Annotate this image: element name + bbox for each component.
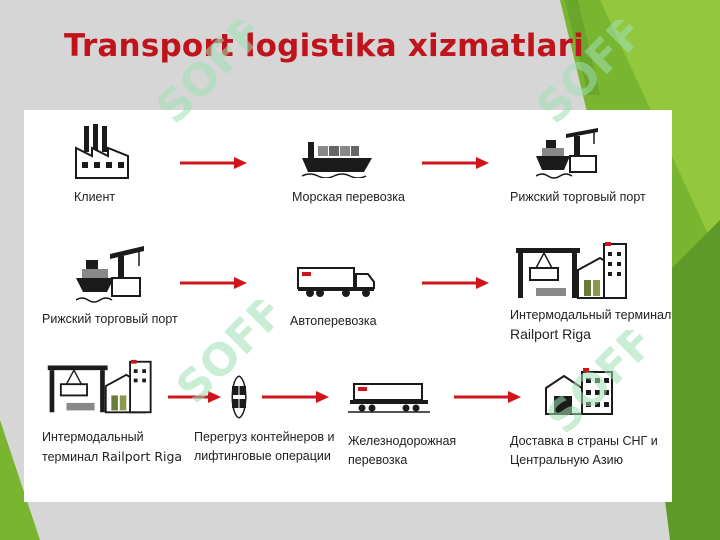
terminal-icon — [47, 359, 152, 414]
slide-title: Transport logistika xizmatlari — [64, 28, 584, 64]
node-auto — [296, 264, 376, 298]
arrow-auto-to-terminal — [422, 277, 489, 289]
node-riga-port-2 — [76, 240, 146, 304]
label-terminal-2-suffix: Railport Riga — [101, 449, 183, 464]
node-sea — [300, 132, 374, 178]
label-delivery-line1: Доставка в страны СНГ и — [510, 434, 658, 448]
label-terminal-1: Интермодальный терминал Railport Riga — [510, 306, 671, 344]
label-riga-port-2: Рижский торговый порт — [42, 312, 178, 326]
truck-icon — [297, 267, 375, 297]
label-delivery: Доставка в страны СНГ и Центральную Азию — [510, 432, 658, 470]
label-terminal-2-prefix: терминал — [42, 450, 99, 464]
node-riga-port-1 — [536, 122, 600, 180]
arrow-transshipment-to-rail — [262, 391, 329, 403]
label-terminal-2-line1: Интермодальный — [42, 430, 144, 444]
container-lift-icon — [231, 375, 247, 419]
node-transshipment — [226, 374, 252, 420]
node-delivery — [544, 366, 614, 416]
label-terminal-1-line2: Railport Riga — [510, 326, 591, 342]
label-transshipment: Перегруз контейнеров и лифтинговые опера… — [194, 428, 335, 466]
arrow-client-to-sea — [180, 157, 247, 169]
node-terminal-2 — [44, 358, 160, 416]
label-transshipment-line2: лифтинговые операции — [194, 449, 331, 463]
label-client: Клиент — [74, 190, 116, 204]
label-rail: Железнодорожная перевозка — [348, 432, 456, 470]
label-terminal-2-line2: терминал Railport Riga — [42, 447, 182, 467]
label-delivery-line2: Центральную Азию — [510, 453, 623, 467]
factory-icon — [75, 124, 129, 179]
label-auto: Автоперевозка — [290, 314, 377, 328]
warehouse-icon — [545, 368, 613, 415]
node-client — [72, 122, 132, 182]
label-rail-line2: перевозка — [348, 453, 408, 467]
arrow-rail-to-delivery — [454, 391, 521, 403]
label-transshipment-line1: Перегруз контейнеров и — [194, 430, 335, 444]
label-terminal-2: Интермодальный терминал Railport Riga — [42, 428, 182, 467]
arrow-terminal-to-transshipment — [168, 391, 221, 403]
arrow-sea-to-port — [422, 157, 489, 169]
port-crane-icon — [536, 128, 598, 179]
ship-icon — [301, 142, 372, 178]
arrow-port-to-auto — [180, 277, 247, 289]
label-rail-line1: Железнодорожная — [348, 434, 457, 448]
node-terminal-1 — [516, 240, 632, 302]
label-terminal-1-line1: Интермодальный терминал — [510, 308, 672, 322]
node-rail — [348, 380, 430, 414]
port-crane-icon — [76, 246, 144, 303]
rail-wagon-icon — [348, 383, 430, 413]
label-riga-port-1: Рижский торговый порт — [510, 190, 646, 204]
label-sea: Морская перевозка — [292, 190, 406, 204]
diagram-panel: Клиент Морская перевозка — [24, 110, 672, 502]
terminal-icon — [516, 242, 627, 299]
